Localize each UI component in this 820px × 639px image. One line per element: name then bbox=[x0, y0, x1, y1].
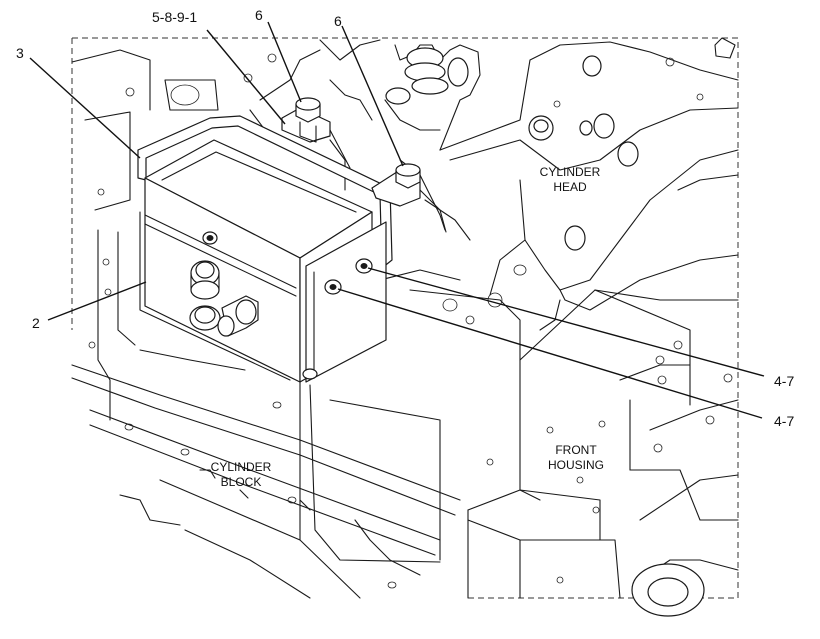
leader-3 bbox=[29, 57, 141, 159]
injector-area bbox=[164, 39, 481, 241]
label-front-housing-2: HOUSING bbox=[548, 458, 604, 472]
connector-j2[interactable] bbox=[189, 295, 259, 337]
callout-2: 2 bbox=[32, 315, 40, 331]
callout-4-7-lower: 4-7 bbox=[774, 413, 794, 429]
label-front-housing-1: FRONT bbox=[555, 443, 597, 457]
leader-47a bbox=[367, 267, 765, 377]
label-cylinder-head-2: HEAD bbox=[553, 180, 587, 194]
mount-bolt-upper[interactable] bbox=[355, 258, 373, 274]
leader-6b bbox=[341, 25, 404, 167]
leader-2 bbox=[47, 281, 147, 321]
connector-j1[interactable] bbox=[190, 260, 220, 300]
label-cylinder-head-1: CYLINDER bbox=[540, 165, 601, 179]
callout-3: 3 bbox=[16, 45, 24, 61]
illustration-boundary bbox=[72, 37, 739, 599]
leader-6a bbox=[267, 21, 302, 103]
callout-4-7-upper: 4-7 bbox=[774, 373, 794, 389]
cylinder-block bbox=[71, 49, 461, 599]
leader-lines bbox=[29, 21, 765, 419]
callout-5-8-9-1: 5-8-9-1 bbox=[152, 9, 197, 25]
front-housing bbox=[379, 269, 739, 617]
bracket-bolt-right[interactable] bbox=[395, 163, 421, 189]
leader-5891 bbox=[206, 29, 286, 125]
label-cylinder-block-2: BLOCK bbox=[221, 475, 262, 489]
label-cylinder-block-1: CYLINDER bbox=[211, 460, 272, 474]
bracket-bolt-left[interactable] bbox=[295, 97, 321, 143]
control-module[interactable] bbox=[137, 107, 447, 383]
ground-bolt[interactable] bbox=[202, 231, 218, 245]
mount-bolt-lower[interactable] bbox=[324, 279, 342, 295]
callout-6-left: 6 bbox=[255, 7, 263, 23]
cylinder-head bbox=[439, 37, 739, 331]
callout-6-right: 6 bbox=[334, 13, 342, 29]
leader-47b bbox=[337, 288, 763, 419]
